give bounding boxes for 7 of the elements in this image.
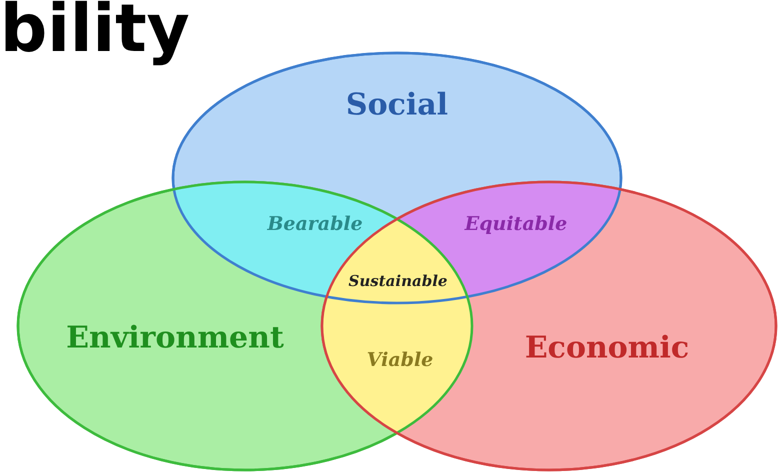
circle-label: Environment [66,320,284,356]
circle-label: Economic [524,330,690,366]
overlap-label: Viable [366,349,434,371]
overlap-label: Sustainable [348,272,448,290]
overlap-label: Bearable [267,213,363,235]
overlap-label: Equitable [464,213,568,235]
circle-label: Social [346,88,448,122]
